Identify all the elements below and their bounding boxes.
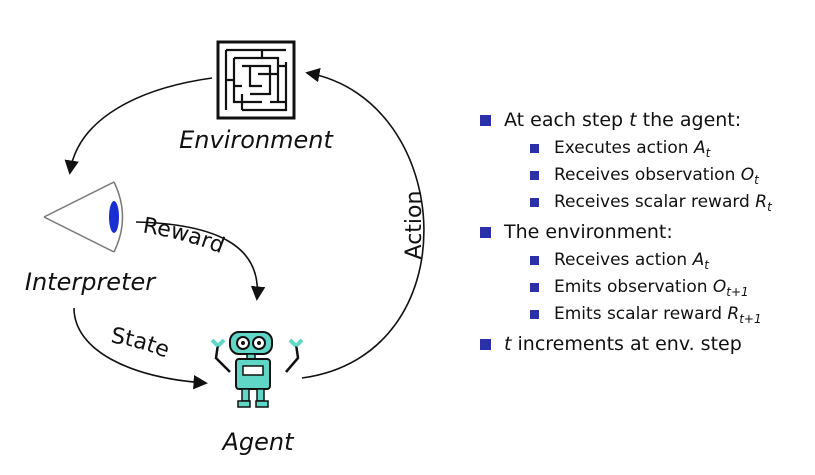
arrow-state [73, 307, 208, 390]
item-sub: t+1 [726, 285, 749, 299]
agent-group: At each step t the agent: Executes actio… [478, 108, 813, 214]
bullet-increment: t increments at env. step [478, 332, 813, 356]
agent-label: Agent [220, 428, 295, 456]
bullet-env-action: Receives action At [528, 249, 813, 272]
bullet-square-icon [480, 227, 491, 238]
item-var: R [727, 304, 740, 324]
bullet-square-icon [480, 339, 491, 350]
bullet-square-icon [530, 283, 539, 292]
step-var: t [629, 109, 637, 131]
env-intro-text: The environment: [504, 221, 673, 243]
bullet-square-icon [530, 144, 539, 153]
item-sub: t [705, 146, 711, 160]
step-prefix: At each step [504, 109, 630, 131]
robot-icon [210, 331, 304, 408]
env-group: The environment: Receives action At Emit… [478, 220, 813, 326]
state-label-path: State [109, 324, 173, 364]
item-text: Receives observation [554, 165, 741, 185]
reward-label: Reward [141, 214, 228, 260]
bullet-agent-reward: Receives scalar reward Rt [528, 191, 813, 214]
item-sub: t [704, 258, 709, 272]
bullet-env-observation: Emits observation Ot+1 [528, 276, 813, 299]
item-sub: t [767, 200, 772, 214]
environment-label: Environment [179, 126, 334, 154]
action-label: Action [402, 191, 427, 260]
item-text: Receives scalar reward [554, 192, 756, 212]
bullet-square-icon [480, 115, 491, 126]
reward-label-path: Reward [141, 214, 228, 260]
item-var: R [755, 192, 768, 212]
bullet-step-intro: At each step t the agent: [478, 108, 813, 132]
eye-icon [43, 181, 124, 253]
increment-text: increments at env. step [511, 333, 742, 355]
item-sub: t [754, 173, 759, 187]
step-suffix: the agent: [636, 109, 742, 131]
item-text: Emits scalar reward [554, 304, 728, 324]
bullet-square-icon [530, 310, 539, 319]
bullet-env-reward: Emits scalar reward Rt+1 [528, 303, 813, 326]
bullet-env-intro: The environment: [478, 220, 813, 244]
arrow-reward [135, 221, 266, 301]
item-text: Emits observation [554, 277, 713, 297]
bullet-square-icon [530, 198, 539, 207]
item-var: O [712, 277, 727, 297]
bullet-square-icon [530, 256, 539, 265]
item-var: A [692, 250, 705, 270]
arrow-action [301, 68, 425, 379]
bullet-square-icon [530, 171, 539, 180]
state-label: State [109, 324, 173, 364]
item-text: Executes action [554, 138, 694, 158]
interpreter-label: Interpreter [25, 268, 157, 296]
bullet-agent-action: Executes action At [528, 137, 813, 160]
bullet-list: At each step t the agent: Executes actio… [478, 108, 813, 361]
arrow-env-to-interpreter [64, 77, 213, 175]
bullet-agent-observation: Receives observation Ot [528, 164, 813, 187]
rl-loop-diagram: Environment Interpreter Agent Action Rew… [25, 40, 427, 456]
item-text: Receives action [554, 250, 693, 270]
item-sub: t+1 [739, 312, 762, 326]
item-var: A [693, 138, 706, 158]
increment-var: t [504, 333, 512, 355]
item-var: O [740, 165, 755, 185]
maze-icon [216, 40, 296, 120]
